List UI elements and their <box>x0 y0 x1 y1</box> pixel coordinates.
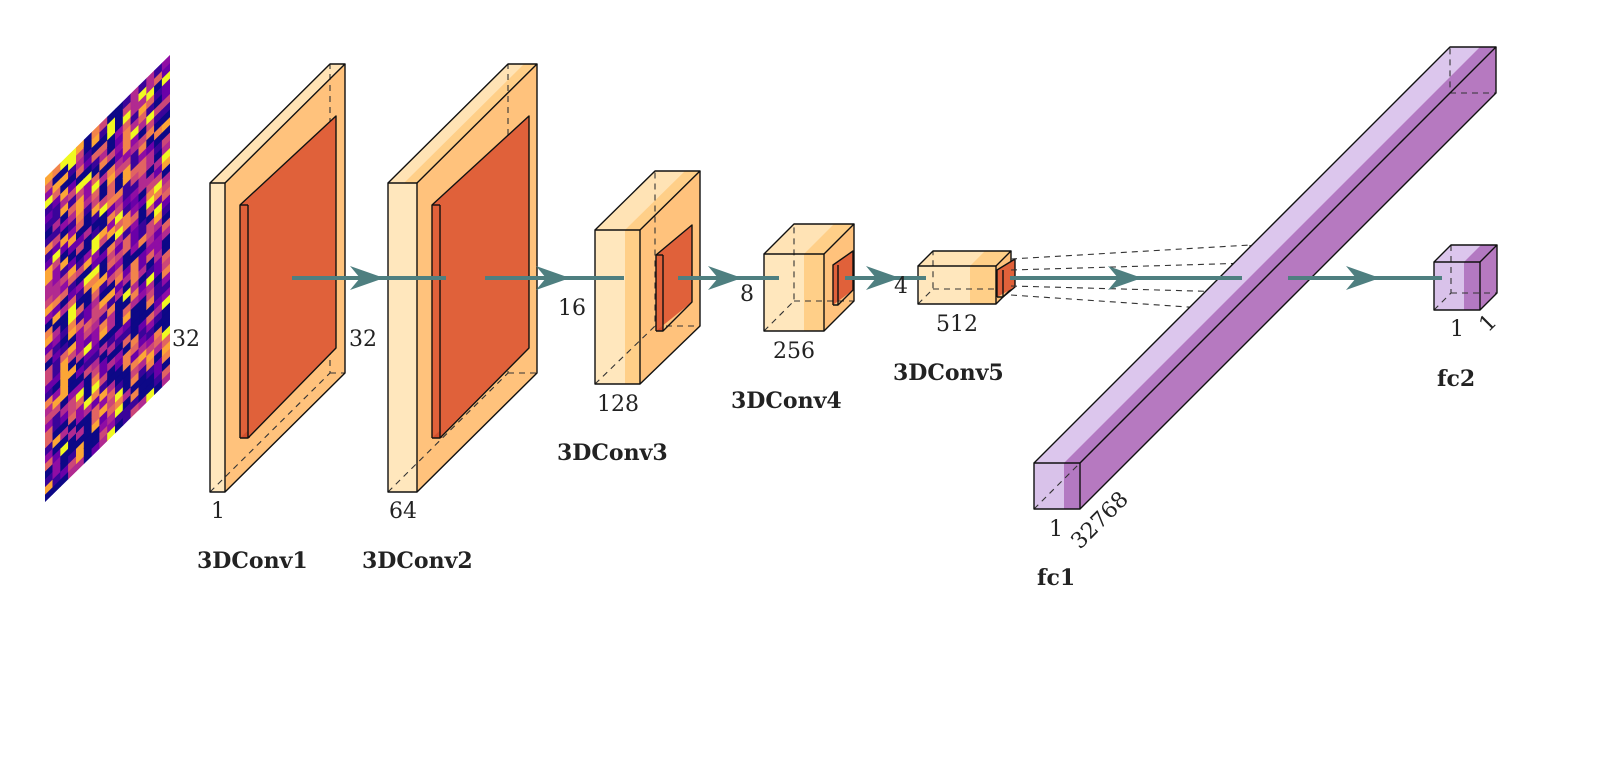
front-shade <box>1464 262 1480 310</box>
conv5-height-label: 4 <box>894 274 908 299</box>
conv2-block <box>387 63 538 493</box>
conv5-title: 3DConv5 <box>893 360 1004 386</box>
conv2-pool-front <box>440 118 529 438</box>
conv2-height-label: 32 <box>349 327 377 352</box>
conv4-depth-label: 256 <box>773 339 815 364</box>
heatmap-cell <box>161 331 170 349</box>
input-heatmap <box>45 55 170 502</box>
heatmap-cell <box>161 324 170 342</box>
heatmap-cell <box>161 77 170 95</box>
top-shade <box>404 64 537 183</box>
heatmap-cell <box>161 355 170 373</box>
heatmap-cell <box>161 154 170 172</box>
arrow-conv1-conv2 <box>292 266 446 290</box>
fc2-height-label: 1 <box>1450 317 1464 342</box>
heatmap-cell <box>161 247 170 265</box>
layer-labels: 3DConv1 3DConv2 3DConv3 3DConv4 3DConv5 … <box>197 360 1475 591</box>
heatmap-cell <box>161 231 170 249</box>
heatmap-cell <box>161 123 170 141</box>
heatmap-cell <box>161 69 170 87</box>
front-shade <box>1064 463 1080 509</box>
heatmap-cell <box>161 185 170 203</box>
conv5-depth-label: 512 <box>936 312 978 337</box>
heatmap-cell <box>161 200 170 218</box>
heatmap-cell <box>161 347 170 365</box>
arrow-conv5-fc1 <box>1010 266 1242 290</box>
heatmap-cell <box>161 362 170 380</box>
heatmap-cell <box>161 339 170 357</box>
heatmap-cell <box>161 162 170 180</box>
conv2-front-face <box>388 183 417 492</box>
conv3-height-label: 16 <box>558 296 586 321</box>
heatmap-cell <box>161 308 170 326</box>
heatmap-cell <box>161 316 170 334</box>
arrow-fc1-fc2 <box>1288 266 1442 290</box>
conv5-block <box>917 250 1016 305</box>
heatmap-cell <box>161 169 170 187</box>
fc1-title: fc1 <box>1037 565 1075 591</box>
heatmap-cell <box>161 146 170 164</box>
heatmap-cell <box>161 131 170 149</box>
fc2-title: fc2 <box>1437 366 1475 392</box>
heatmap-cell <box>161 270 170 288</box>
heatmap-cell <box>161 216 170 234</box>
top-shade <box>1064 47 1496 463</box>
heatmap-cell <box>161 293 170 311</box>
top-shade <box>804 224 854 254</box>
heatmap-cell <box>161 193 170 211</box>
arrow-conv4-conv5 <box>845 266 926 290</box>
heatmap-cell <box>161 223 170 241</box>
conv4-title: 3DConv4 <box>731 388 842 414</box>
heatmap-cell <box>161 100 170 118</box>
top-shade <box>970 251 1011 266</box>
heatmap-cell <box>161 262 170 280</box>
heatmap-cell <box>161 55 170 72</box>
heatmap-cell <box>161 85 170 103</box>
heatmap-cell <box>161 177 170 195</box>
conv3-depth-label: 128 <box>597 392 639 417</box>
fc1-height-label: 1 <box>1049 517 1063 542</box>
fc2-block <box>1433 244 1498 311</box>
fc2-side-face <box>1480 245 1497 310</box>
conv1-top-face <box>210 64 345 183</box>
heatmap-cell <box>161 277 170 295</box>
front-shade <box>625 230 640 384</box>
heatmap-cell <box>161 370 170 388</box>
heatmap-cell <box>161 254 170 272</box>
conv2-depth-label: 64 <box>389 499 417 524</box>
heatmap-cell <box>161 285 170 303</box>
fc2-depth-label: 1 <box>1475 310 1503 338</box>
conv2-title: 3DConv2 <box>362 548 473 574</box>
heatmap-cell <box>161 208 170 226</box>
top-shade <box>1464 245 1497 262</box>
front-shade <box>804 254 824 331</box>
heatmap-cell <box>161 108 170 126</box>
conv4-height-label: 8 <box>740 282 754 307</box>
conv1-title: 3DConv1 <box>197 548 308 574</box>
arrow-conv2-conv3 <box>485 266 624 290</box>
conv4-block <box>763 223 855 332</box>
heatmap-cell <box>161 92 170 110</box>
conv3-block <box>594 170 701 385</box>
conv3-title: 3DConv3 <box>557 440 668 466</box>
conv5-pool-face <box>997 259 1015 297</box>
heatmap-cell <box>161 115 170 133</box>
heatmap-cell <box>161 301 170 319</box>
front-shade <box>970 266 996 304</box>
conv1-depth-label: 1 <box>211 499 225 524</box>
connection-arrows <box>292 266 1442 290</box>
heatmap-cell <box>161 61 170 79</box>
heatmap-cell <box>161 139 170 157</box>
conv1-front-face <box>210 183 225 492</box>
arrow-conv3-conv4 <box>678 266 779 290</box>
conv3-pool-face <box>656 225 692 331</box>
heatmap-cell <box>161 239 170 257</box>
top-shade <box>625 171 700 230</box>
conv1-height-label: 32 <box>172 327 200 352</box>
